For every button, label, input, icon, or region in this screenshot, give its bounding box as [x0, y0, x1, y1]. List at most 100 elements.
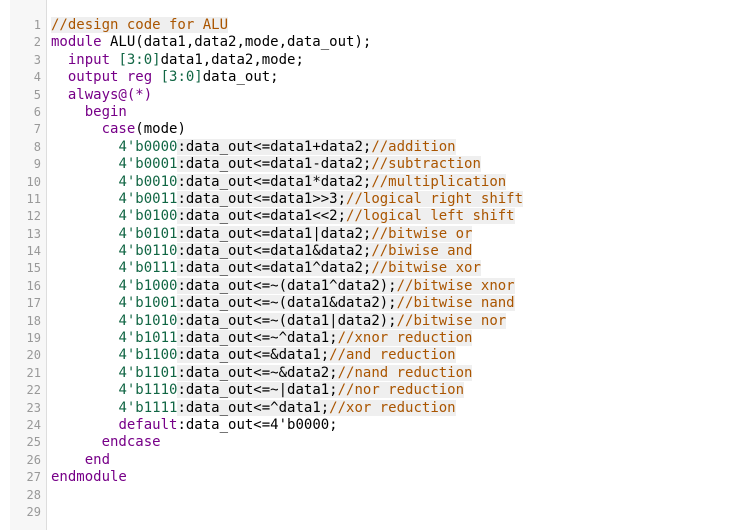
code-line[interactable]: 9 4'b0001:data_out<=data1-data2;//subtra… — [10, 156, 730, 173]
line-content: 4'b0100:data_out<=data1<<2;//logical lef… — [51, 208, 515, 225]
code-token: :data_out<=~|data1; — [177, 382, 338, 399]
code-token: data1,data2,mode; — [160, 51, 304, 68]
comment-token: //multiplication — [371, 173, 507, 190]
code-token — [51, 330, 118, 346]
keyword-token: endcase — [101, 434, 161, 451]
number-token: 4'b1000 — [118, 277, 178, 294]
line-content: case(mode) — [51, 121, 186, 138]
line-content: begin — [51, 104, 127, 121]
comment-token: //nor reduction — [337, 382, 465, 399]
code-token: :data_out<=~^data1; — [177, 330, 338, 347]
comment-token: //design code for ALU — [51, 17, 229, 33]
line-content: 4'b0101:data_out<=data1|data2;//bitwise … — [51, 225, 473, 243]
number-token: 4'b1010 — [118, 312, 178, 329]
code-token: :data_out<=data1&data2; — [177, 243, 372, 260]
line-number-gutter — [10, 0, 47, 530]
code-line[interactable]: 17 4'b1001:data_out<=~(data1&data2);//bi… — [10, 295, 730, 312]
line-content: 4'b1100:data_out<=&data1;//and reduction — [51, 347, 456, 364]
line-number: 26 — [26, 452, 41, 467]
comment-token: //bitwise or — [371, 225, 473, 242]
line-number: 17 — [26, 296, 41, 311]
number-token: 4'b1001 — [118, 295, 178, 312]
code-token: :data_out<=~(data1|data2); — [177, 312, 397, 329]
code-line[interactable]: 16 4'b1000:data_out<=~(data1^data2);//bi… — [10, 277, 730, 295]
code-token: :data_out<=4'b0000; — [177, 416, 338, 433]
comment-token: //bitwise nor — [396, 312, 507, 329]
code-line[interactable]: 26 end — [10, 452, 730, 469]
line-number: 9 — [33, 157, 41, 172]
code-token — [51, 208, 118, 224]
code-token: :data_out<=~(data1&data2); — [177, 295, 397, 312]
keyword-token: output reg — [67, 69, 153, 86]
code-line[interactable]: 11 4'b0011:data_out<=data1>>3;//logical … — [10, 190, 730, 208]
code-line[interactable]: 14 4'b0110:data_out<=data1&data2;//biwis… — [10, 243, 730, 260]
code-token — [51, 243, 118, 259]
line-content: 4'b0000:data_out<=data1+data2;//addition — [51, 138, 456, 156]
line-content: 4'b1111:data_out<=^data1;//xor reduction — [51, 399, 456, 417]
code-line[interactable]: 18 4'b1010:data_out<=~(data1|data2);//bi… — [10, 312, 730, 330]
comment-token: //subtraction — [371, 156, 481, 173]
code-line[interactable]: 12 4'b0100:data_out<=data1<<2;//logical … — [10, 208, 730, 225]
code-line[interactable]: 7 case(mode) — [10, 121, 730, 138]
code-line[interactable]: 13 4'b0101:data_out<=data1|data2;//bitwi… — [10, 225, 730, 243]
line-content: output reg [3:0]data_out; — [51, 69, 279, 86]
code-line[interactable]: 20 4'b1100:data_out<=&data1;//and reduct… — [10, 347, 730, 364]
code-line[interactable]: 6 begin — [10, 104, 730, 121]
code-token: (mode) — [135, 121, 186, 138]
code-line[interactable]: 1 //design code for ALU — [10, 17, 730, 34]
comment-token: //logical right shift — [346, 190, 524, 207]
code-token — [51, 139, 118, 155]
code-line[interactable]: 28 — [10, 487, 730, 504]
keyword-token: module — [51, 34, 102, 51]
number-token: 4'b0001 — [118, 156, 178, 173]
code-line[interactable]: 21 4'b1101:data_out<=~&data2;//nand redu… — [10, 364, 730, 382]
code-token: data_out; — [202, 69, 279, 86]
code-token: :data_out<=data1^data2; — [177, 260, 372, 277]
line-number: 24 — [26, 417, 41, 432]
code-line[interactable]: 5 always@(*) — [10, 87, 730, 104]
line-number: 5 — [33, 87, 41, 102]
line-number: 21 — [26, 365, 41, 380]
keyword-token: case — [101, 121, 136, 138]
code-line[interactable]: 4 output reg [3:0]data_out; — [10, 69, 730, 86]
code-token — [51, 278, 118, 294]
code-line[interactable]: 29 — [10, 504, 730, 521]
line-number: 16 — [26, 278, 41, 293]
code-line[interactable]: 22 4'b1110:data_out<=~|data1;//nor reduc… — [10, 382, 730, 399]
code-line[interactable]: 24 default:data_out<=4'b0000; — [10, 417, 730, 434]
code-token: ALU(data1,data2,mode,data_out); — [101, 34, 372, 51]
line-number: 1 — [33, 18, 41, 32]
code-line[interactable]: 25 endcase — [10, 434, 730, 451]
code-line[interactable]: 15 4'b0111:data_out<=data1^data2;//bitwi… — [10, 260, 730, 277]
number-token: 4'b0011 — [118, 190, 178, 207]
line-content: 4'b0001:data_out<=data1-data2;//subtract… — [51, 156, 481, 173]
number-token: 4'b0010 — [118, 173, 178, 190]
code-line[interactable]: 23 4'b1111:data_out<=^data1;//xor reduct… — [10, 399, 730, 417]
code-token — [51, 174, 118, 190]
line-content: default:data_out<=4'b0000; — [51, 416, 338, 434]
line-number: 29 — [26, 504, 41, 519]
comment-token: //addition — [371, 138, 456, 155]
number-token: 4'b0101 — [118, 225, 178, 242]
code-token — [51, 347, 118, 363]
code-token: :data_out<=data1>>3; — [177, 190, 347, 207]
number-token: 4'b1110 — [118, 382, 178, 399]
line-number: 7 — [33, 122, 41, 137]
line-number: 13 — [26, 226, 41, 241]
code-line[interactable]: 8 4'b0000:data_out<=data1+data2;//additi… — [10, 138, 730, 156]
line-content: 4'b0111:data_out<=data1^data2;//bitwise … — [51, 260, 481, 277]
code-line[interactable]: 10 4'b0010:data_out<=data1*data2;//multi… — [10, 173, 730, 191]
number-token: 4'b1011 — [118, 330, 178, 347]
line-content: 4'b0010:data_out<=data1*data2;//multipli… — [51, 173, 507, 191]
code-token: :data_out<=data1-data2; — [177, 156, 372, 173]
code-token — [51, 69, 68, 85]
line-content: module ALU(data1,data2,mode,data_out); — [51, 34, 371, 51]
code-token — [51, 260, 118, 276]
code-line[interactable]: 19 4'b1011:data_out<=~^data1;//xnor redu… — [10, 330, 730, 347]
code-line[interactable]: 3 input [3:0]data1,data2,mode; — [10, 52, 730, 69]
code-token — [51, 87, 68, 103]
